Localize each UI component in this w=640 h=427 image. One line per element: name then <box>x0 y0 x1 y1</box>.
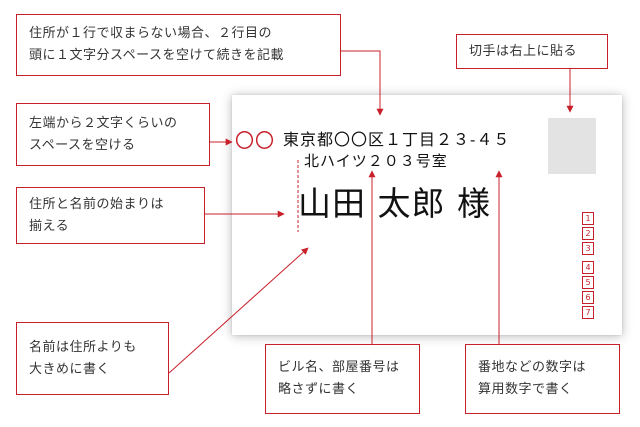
callout-second-line-indent: 住所が１行で収まらない場合、２行目の 頭に１文字分スペースを空けて続きを記載 <box>16 14 341 76</box>
recipient-name: 山田 太郎 様 <box>298 184 491 223</box>
zip-digit-4: 4 <box>582 261 594 274</box>
address-line-2: 北ハイツ２０３号室 <box>304 152 448 170</box>
zip-digit-7: 7 <box>582 306 594 319</box>
space-marks: 〇〇 <box>235 130 276 152</box>
zip-digit-5: 5 <box>582 276 594 289</box>
callout-building-room: ビル名、部屋番号は 略さずに書く <box>265 344 420 414</box>
callout-alignment: 住所と名前の始まりは 揃える <box>16 187 205 244</box>
zip-digit-2: 2 <box>582 227 594 240</box>
stamp-placeholder <box>548 118 596 174</box>
callout-left-space: 左端から２文字くらいの スペースを空ける <box>16 103 210 166</box>
callout-stamp-position: 切手は右上に貼る <box>456 34 608 69</box>
zip-digit-1: 1 <box>582 212 594 225</box>
zip-digit-3: 3 <box>582 242 594 255</box>
callout-name-size: 名前は住所よりも 大きめに書く <box>16 322 169 395</box>
connector-name-size <box>168 247 309 374</box>
callout-numerals: 番地などの数字は 算用数字で書く <box>465 344 620 414</box>
zip-digit-6: 6 <box>582 291 594 304</box>
connector-top-line <box>341 50 384 116</box>
address-line-1: 東京都〇〇区１丁目２３-４５ <box>283 130 511 149</box>
